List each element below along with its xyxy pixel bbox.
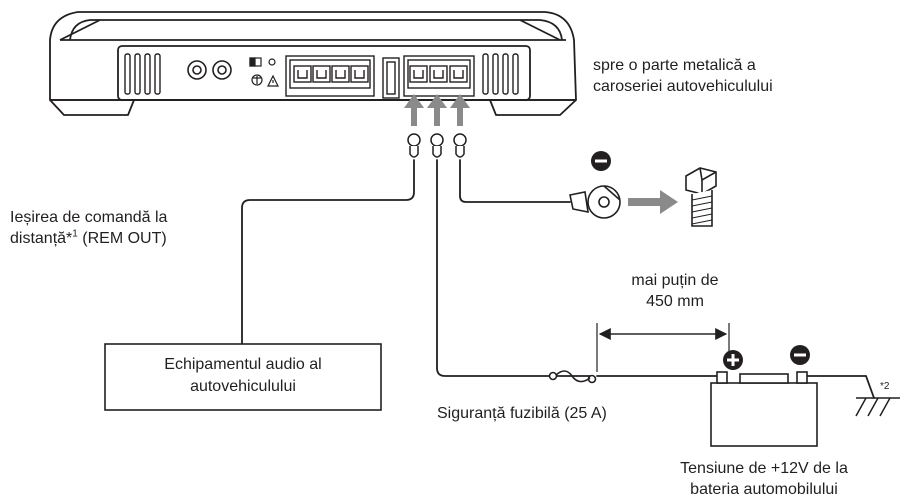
head-unit-label-line1: Echipamentul audio al xyxy=(164,356,322,373)
distance-label: mai puțin de 450 mm xyxy=(610,270,740,312)
battery-label-line2: bateria automobilului xyxy=(690,481,838,498)
rem-out-label-line1: Ieșirea de comandă la xyxy=(10,209,168,226)
battery-label: Tensiune de +12V de la bateria automobil… xyxy=(644,458,884,500)
battery xyxy=(710,371,818,447)
rca-inputs xyxy=(187,60,232,80)
battery-label-line1: Tensiune de +12V de la xyxy=(680,460,848,477)
power-terminals xyxy=(403,55,475,97)
vent-right xyxy=(482,53,519,95)
insert-arrows xyxy=(404,94,470,126)
ground-label-line1: spre o parte metalică a xyxy=(593,57,756,74)
head-unit-label: Echipamentul audio al autovehiculului xyxy=(105,354,381,398)
negative-icon xyxy=(591,151,611,171)
speaker-terminals xyxy=(285,55,375,97)
fuse-label: Siguranță fuzibilă (25 A) xyxy=(437,405,607,422)
plus-circle-icon xyxy=(723,350,743,370)
ground-footnote: *2 xyxy=(880,381,890,392)
ground-label-line2: caroseriei autovehiculului xyxy=(593,78,773,95)
rem-out-label-line2: distanță*1 (REM OUT) xyxy=(10,228,167,247)
ground-symbol-icon xyxy=(855,397,900,417)
amplifier xyxy=(49,11,577,116)
ring-terminals xyxy=(407,133,467,158)
vent-left xyxy=(124,53,161,95)
ground-arrow xyxy=(628,190,678,214)
ground-terminal xyxy=(569,185,621,219)
wires xyxy=(241,159,875,399)
distance-label-line2: 450 mm xyxy=(646,293,704,310)
head-unit-label-line2: autovehiculului xyxy=(190,378,296,395)
distance-label-line1: mai puțin de xyxy=(631,272,719,289)
head-unit-box xyxy=(104,343,382,411)
bolt-icon xyxy=(685,167,717,227)
rem-out-label: Ieșirea de comandă la distanță*1 (REM OU… xyxy=(10,207,167,249)
fuse-symbol xyxy=(548,370,597,384)
fuse-holder xyxy=(382,57,400,99)
distance-dimension xyxy=(596,323,730,372)
controls xyxy=(249,57,279,87)
ground-label: spre o parte metalică a caroseriei autov… xyxy=(593,55,773,97)
minus-circle-icon xyxy=(790,345,810,365)
